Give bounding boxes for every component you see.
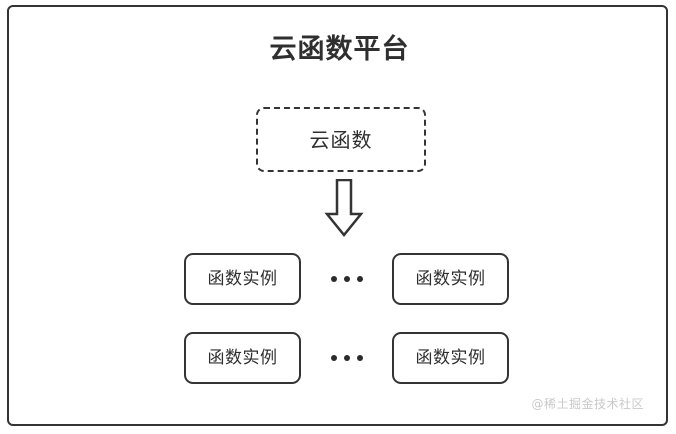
function-instance-box: 函数实例 bbox=[184, 253, 301, 305]
down-arrow-icon bbox=[324, 179, 364, 237]
ellipsis-dot bbox=[330, 355, 337, 361]
function-instance-label: 函数实例 bbox=[207, 347, 278, 368]
platform-container: 云函数平台 云函数 函数实例 函数实例 函数实例 bbox=[7, 5, 668, 426]
function-instance-box: 函数实例 bbox=[392, 253, 509, 305]
ellipsis-icon bbox=[301, 355, 392, 361]
ellipsis-dot bbox=[356, 276, 363, 282]
instance-row: 函数实例 函数实例 bbox=[16, 253, 676, 305]
cloud-function-label: 云函数 bbox=[309, 127, 373, 152]
ellipsis-dot bbox=[343, 355, 350, 361]
function-instance-label: 函数实例 bbox=[207, 268, 278, 289]
function-instance-box: 函数实例 bbox=[392, 332, 509, 384]
instance-row: 函数实例 函数实例 bbox=[16, 332, 676, 384]
function-instance-box: 函数实例 bbox=[184, 332, 301, 384]
watermark: @稀土掘金技术社区 bbox=[531, 397, 644, 411]
page-title: 云函数平台 bbox=[269, 34, 410, 65]
ellipsis-dot bbox=[356, 355, 363, 361]
function-instance-label: 函数实例 bbox=[415, 347, 486, 368]
ellipsis-dot bbox=[343, 276, 350, 282]
cloud-function-node: 云函数 bbox=[256, 107, 426, 172]
function-instance-label: 函数实例 bbox=[415, 268, 486, 289]
ellipsis-dot bbox=[330, 276, 337, 282]
ellipsis-icon bbox=[301, 276, 392, 282]
